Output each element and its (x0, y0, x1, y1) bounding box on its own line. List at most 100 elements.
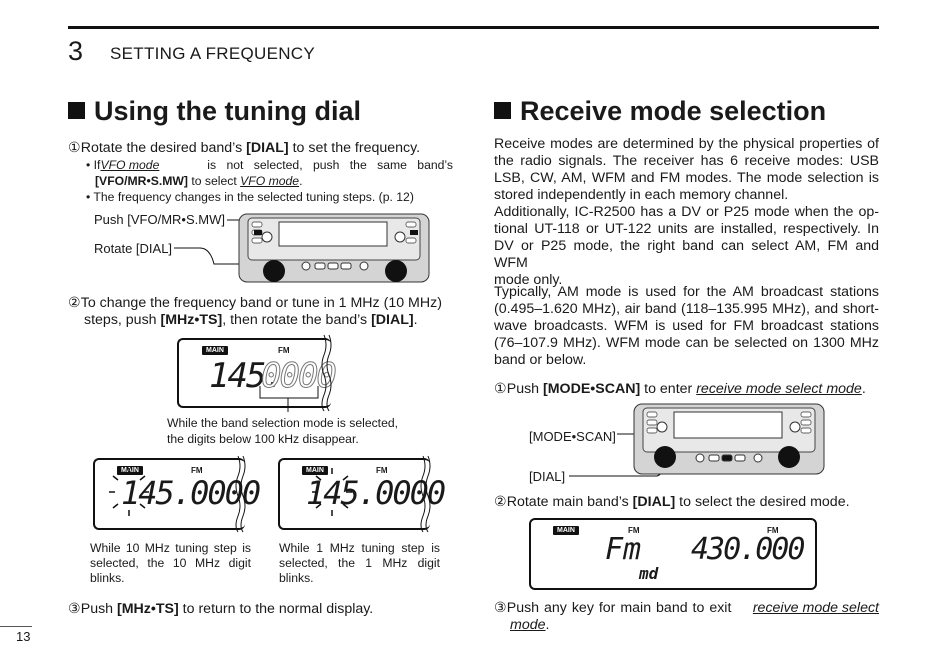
paragraph-line: Additionally, IC-R2500 has a DV or P25 m… (494, 204, 879, 220)
step-text: Rotate the desired band’s (80, 140, 247, 156)
step-3-return-normal: ③Push [MHz•TS] to return to the normal d… (68, 601, 373, 618)
heading-text: Receive mode selection (520, 96, 827, 126)
step-text: Rotate main band’s (506, 494, 633, 510)
chapter-number: 3 (68, 36, 84, 66)
caption-line: blinks. (279, 571, 314, 585)
key-name: [MODE•SCAN] (543, 381, 641, 397)
key-name: [DIAL] (246, 140, 289, 156)
term-receive-mode-select: receive mode select (752, 600, 879, 616)
paragraph-line: Receive modes are determined by the phys… (494, 136, 879, 152)
step-number: ③ (68, 601, 81, 617)
caption-line: selected, the 10 MHz digit (90, 556, 251, 570)
lcd-band-selection: MAIN FM 145. 0000 (177, 338, 337, 408)
step-text: to select the desired mode. (675, 494, 850, 510)
header-rule (68, 26, 879, 29)
caption-line: blinks. (90, 571, 125, 585)
caption-1mhz: While 1 MHz tuning step is selected, the… (279, 541, 440, 586)
step-number: ② (68, 295, 81, 311)
step-2-rotate-main-dial: ②Rotate main band’s [DIAL] to select the… (494, 494, 850, 511)
wavy-break-icon (420, 455, 431, 533)
caption-band-selection-2: the digits below 100 kHz disappear. (167, 432, 359, 446)
step-number: ③ (494, 600, 507, 616)
key-name: [VFO/MR•S.MW] (95, 174, 188, 188)
main-tag: MAIN (117, 466, 143, 475)
step-text: to set the frequency. (288, 140, 421, 156)
bullet-vfo-mode: • If VFO mode is not selected, push the … (86, 158, 453, 174)
mode-indicator: FM (376, 466, 388, 475)
square-bullet-icon (68, 102, 85, 119)
radio-front-panel-figure-1 (174, 213, 430, 283)
caption-line: selected, the 1 MHz digit (279, 556, 440, 570)
key-name: [DIAL] (371, 312, 414, 328)
step-text: steps, push (84, 312, 161, 328)
step-text: Push any key for main band to exit (506, 600, 732, 616)
mode-indicator: FM (191, 466, 203, 475)
paragraph-line: mode only. (494, 272, 563, 288)
step-text: . (861, 381, 866, 397)
bullet-vfo-mode-cont: [VFO/MR•S.MW] to select VFO mode. (95, 174, 302, 190)
callout-bracket (259, 386, 319, 412)
step-text: , then rotate the band’s (222, 312, 372, 328)
term-vfo-mode: VFO mode (100, 158, 160, 172)
square-bullet-icon (494, 102, 511, 119)
step-3-exit-mode-cont: mode. (510, 617, 549, 634)
bullet-text: • If (86, 158, 101, 172)
step-text: . (413, 312, 418, 328)
label-mode-scan: [MODE•SCAN] (529, 429, 616, 444)
paragraph-line: Typically, AM mode is used for the AM br… (494, 284, 879, 300)
lcd-sub-text: md (639, 564, 659, 583)
step-text: . (545, 617, 550, 633)
paragraph-line: tional UT-118 or UT-122 units are instal… (494, 221, 879, 237)
paragraph-receive-modes: Receive modes are determined by the phys… (494, 136, 879, 289)
main-tag: MAIN (302, 466, 328, 475)
step-text: to enter (640, 381, 697, 397)
section-heading-tuning-dial: Using the tuning dial (68, 96, 361, 127)
step-3-exit-mode: ③ Push any key for main band to exit rec… (494, 600, 879, 617)
paragraph-line: the radio signals. The receiver has 6 re… (494, 153, 879, 169)
bullet-text: is not selected, push the same band’s (207, 158, 453, 172)
lcd-frequency: 430.000 (691, 532, 805, 567)
lcd-digits-bright: 145. (209, 356, 285, 396)
main-tag: MAIN (553, 526, 579, 535)
step-1-rotate-dial: ①Rotate the desired band’s [DIAL] to set… (68, 140, 420, 157)
radio-front-panel-figure-2 (569, 403, 825, 477)
step-1-push-mode-scan: ①Push [MODE•SCAN] to enter receive mode … (494, 381, 866, 398)
step-text: to return to the normal display. (178, 601, 374, 617)
chapter-title: SETTING A FREQUENCY (110, 44, 316, 63)
paragraph-line: (76–107.9 MHz). WFM mode can be selected… (494, 335, 879, 351)
label-push-vfo: Push [VFO/MR•S.MW] (94, 212, 225, 227)
caption-line: While 1 MHz tuning step is (279, 541, 440, 555)
lcd-digits: 145.0000 (306, 474, 446, 512)
term-receive-mode-select: mode (510, 617, 546, 633)
lcd-digits: 145.0000 (121, 474, 261, 512)
step-2-change-band: ②To change the frequency band or tune in… (68, 295, 442, 312)
caption-10mhz: While 10 MHz tuning step is selected, th… (90, 541, 251, 586)
section-heading-receive-mode: Receive mode selection (494, 96, 826, 127)
step-2-change-band-cont: steps, push [MHz•TS], then rotate the ba… (84, 312, 418, 329)
page-number-rule (0, 626, 32, 627)
caption-line: While 10 MHz tuning step is (90, 541, 251, 555)
paragraph-line: band or below. (494, 352, 587, 368)
key-name: [MHz•TS] (117, 601, 179, 617)
heading-text: Using the tuning dial (94, 96, 361, 126)
step-text: Push (506, 381, 544, 397)
paragraph-line: stored independently in each memory chan… (494, 187, 789, 203)
mode-indicator: FM (278, 346, 290, 355)
lcd-10mhz-step: MAIN FM 145.0000 (93, 458, 261, 530)
paragraph-line: wave broadcasts. WFM is used for FM broa… (494, 318, 879, 334)
step-number: ① (494, 381, 507, 397)
mode-indicator: FM (628, 526, 640, 535)
paragraph-line: DV or P25 mode, the right band can selec… (494, 238, 879, 271)
lcd-mode-select: MAIN FM FM Fm md 430.000 (529, 518, 817, 590)
blink-rays-icon (312, 468, 352, 516)
page-number: 13 (16, 629, 31, 644)
bullet-tuning-steps: • The frequency changes in the selected … (86, 190, 414, 204)
term-vfo-mode: VFO mode (240, 174, 300, 188)
label-rotate-dial: Rotate [DIAL] (94, 241, 173, 256)
term-receive-mode-select: receive mode select mode (696, 381, 862, 397)
step-text: To change the frequency band or tune in … (80, 295, 442, 311)
lcd-1mhz-step: MAIN FM 145.0000 (278, 458, 446, 530)
main-tag: MAIN (202, 346, 228, 355)
key-name: [DIAL] (632, 494, 676, 510)
key-name: [MHz•TS] (160, 312, 223, 328)
